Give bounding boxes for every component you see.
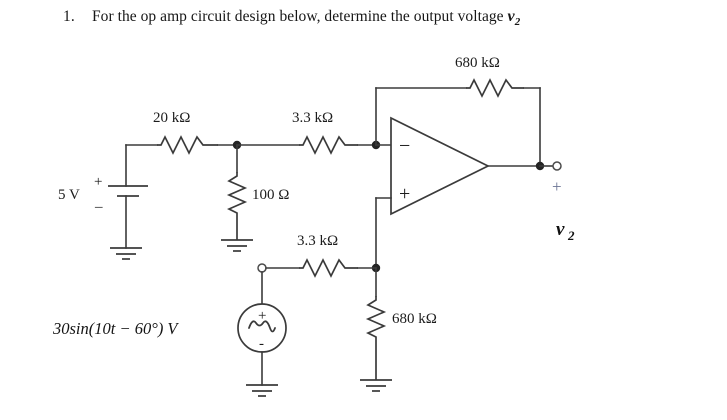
- resistor-33k-top-label: 3.3 kΩ: [292, 110, 333, 126]
- ground-symbol-dc-source: [110, 247, 142, 260]
- resistor-680k-feedback-label: 680 kΩ: [455, 55, 500, 71]
- question-number: 1.: [63, 8, 75, 25]
- ground-symbol-r100: [221, 239, 253, 252]
- opamp-inverting-sign: −: [399, 135, 410, 157]
- question-text: For the op amp circuit design below, det…: [92, 8, 520, 28]
- output-voltage-subscript: 2: [567, 228, 575, 243]
- dc-source-label: 5 V: [58, 187, 80, 203]
- resistor-20k-label: 20 kΩ: [153, 110, 190, 126]
- question-variable: v: [507, 8, 515, 25]
- resistor-100ohm-label: 100 Ω: [252, 187, 289, 203]
- opamp-noninverting-sign: +: [399, 183, 410, 205]
- ac-source-label: 30sin(10t − 60°) V: [52, 319, 179, 338]
- ac-source-terminal: [257, 263, 267, 273]
- resistor-680k-feedback-symbol: [466, 78, 524, 98]
- ac-source-minus-sign: -: [259, 336, 264, 352]
- resistor-680k-ground-symbol: [365, 296, 387, 380]
- resistor-33k-bottom-symbol: [299, 258, 358, 278]
- ac-source-plus-sign: +: [258, 308, 266, 324]
- resistor-100ohm-symbol: [226, 172, 248, 240]
- dc-source-plus-sign: +: [94, 174, 102, 190]
- output-polarity-plus: +: [552, 177, 562, 196]
- opamp-triangle: [390, 116, 490, 216]
- resistor-680k-ground-label: 680 kΩ: [392, 311, 437, 327]
- ground-symbol-r680k: [360, 379, 392, 392]
- resistor-33k-top-symbol: [299, 135, 358, 155]
- output-voltage-label: v: [556, 219, 565, 240]
- question-sentence: For the op amp circuit design below, det…: [92, 8, 508, 25]
- question-variable-subscript: 2: [514, 16, 521, 29]
- ac-sine-waveform-icon: [248, 320, 276, 333]
- ground-symbol-ac-source: [246, 384, 278, 397]
- resistor-20k-symbol: [157, 135, 218, 155]
- output-terminal: [552, 161, 562, 171]
- dc-source-minus-sign: _: [94, 194, 103, 210]
- resistor-33k-bottom-label: 3.3 kΩ: [297, 233, 338, 249]
